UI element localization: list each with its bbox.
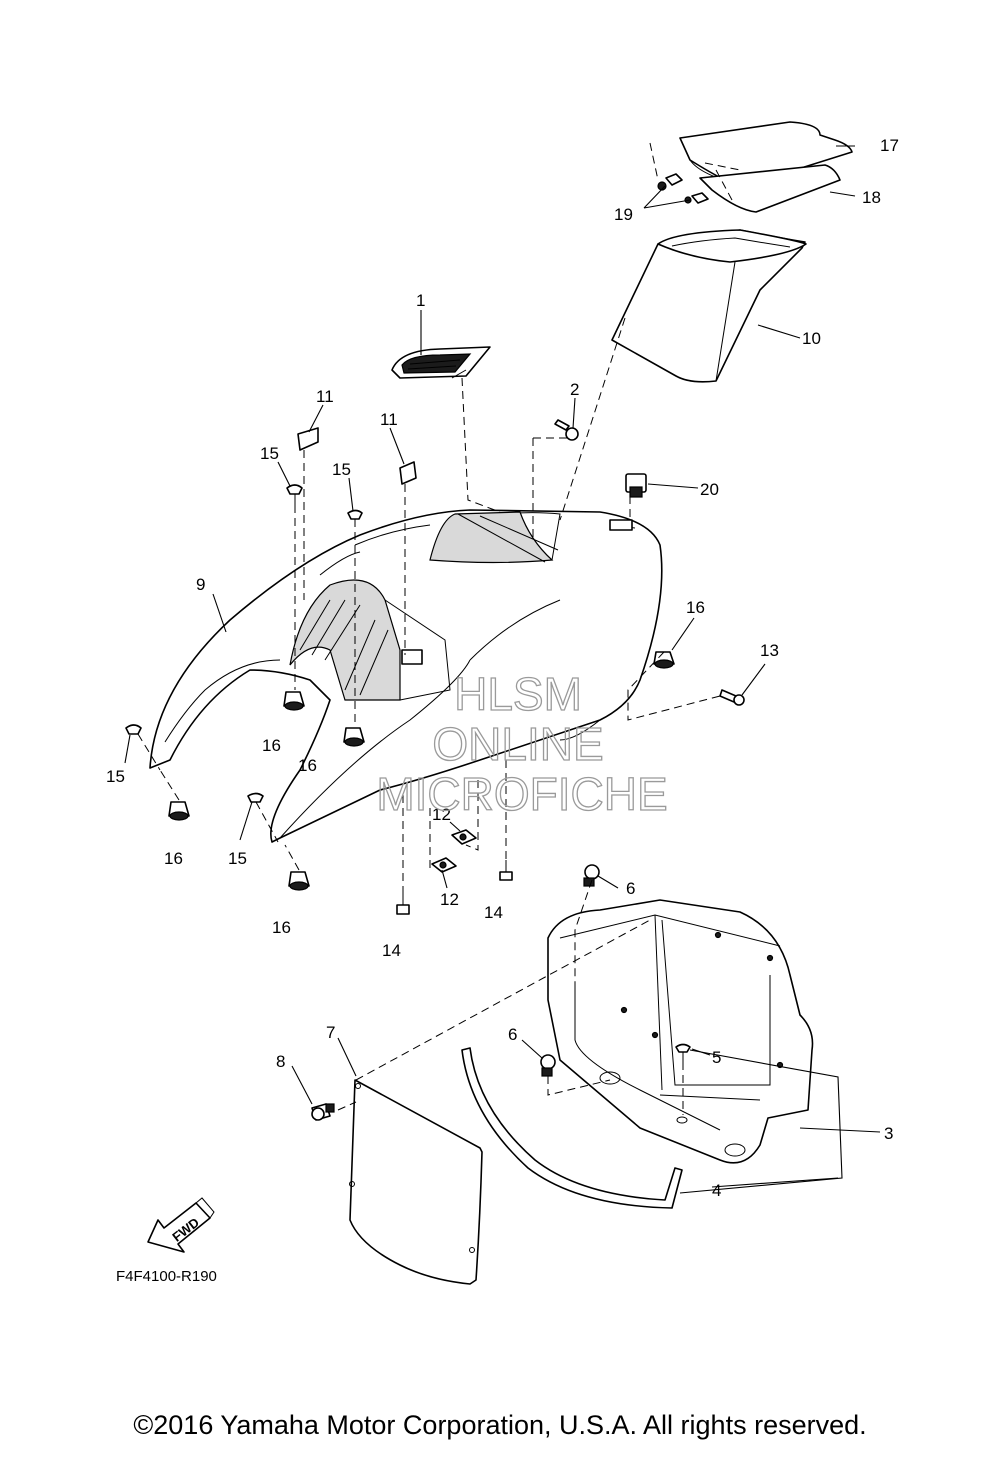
callout-9: 9 [196,575,205,594]
callout-16-a: 16 [262,736,281,755]
callout-19: 19 [614,205,633,224]
clip-20 [625,473,647,498]
grommet-16-b [343,727,365,747]
nut-12-b [431,857,457,873]
callout-6-a: 6 [626,879,635,898]
callout-13: 13 [760,641,779,660]
callout-2: 2 [570,380,579,399]
callout-11-right: 11 [380,410,398,429]
rear-fender-9 [149,509,663,843]
cover-plate-7 [349,1079,483,1285]
grommet-16-d [288,871,310,891]
grommet-16-e [653,651,675,669]
leader-lines [124,145,881,1194]
watermark-line-3: MICROFICHE [376,768,667,820]
callout-18: 18 [862,188,881,207]
callout-16-c: 16 [164,849,183,868]
grommet-16-a [283,691,305,711]
callout-16-d: 16 [272,918,291,937]
callout-numbers: 17 18 19 10 1 2 20 11 11 15 15 9 16 13 1… [106,136,899,1200]
callout-16-b: 16 [298,756,317,775]
callout-12-b: 12 [440,890,459,909]
callout-20: 20 [700,480,719,499]
callout-7: 7 [326,1023,335,1042]
callout-10: 10 [802,329,821,348]
screw-15-c [125,724,142,735]
fwd-arrow-icon: FWD [147,1197,215,1253]
callout-4: 4 [712,1181,721,1200]
watermark: HLSM ONLINE MICROFICHE [376,667,669,820]
grommet-16-c [168,801,190,821]
callout-5: 5 [712,1048,721,1067]
callout-12-a: 12 [432,805,451,824]
screw-15-d [247,792,264,803]
screw-15-a [286,484,303,505]
bolt-6-a [583,864,600,887]
seat-base-18 [699,164,841,213]
callout-8: 8 [276,1052,285,1071]
screw-15-b [347,509,363,520]
callout-15-c: 15 [106,767,125,786]
callout-16-e: 16 [686,598,705,617]
callout-6-b: 6 [508,1025,517,1044]
clip-11-right [399,461,417,485]
nut-12-a [451,829,477,845]
copyright-notice: ©2016 Yamaha Motor Corporation, U.S.A. A… [133,1410,867,1440]
tray-3 [547,899,814,1164]
callout-14-a: 14 [382,941,401,960]
callout-17: 17 [880,136,899,155]
rivet-5 [675,1043,691,1115]
callout-15-d: 15 [228,849,247,868]
bolt-2 [554,419,579,441]
bolt-14-b [499,860,513,881]
callout-11-left: 11 [316,387,334,406]
bolt-8 [311,1103,335,1121]
callout-14-b: 14 [484,903,503,922]
bolt-13 [719,689,745,706]
bolt-14-a [396,893,410,915]
clip-11-left [297,427,319,451]
storage-box-10 [611,229,807,383]
figure-code: F4F4100-R190 [116,1268,217,1285]
watermark-line-1: HLSM [454,668,582,720]
callout-3: 3 [884,1124,893,1143]
seal-strip-4 [461,1047,683,1209]
watermark-line-2: ONLINE [432,718,603,770]
callout-1: 1 [416,291,425,310]
vent-grille-1 [391,346,491,379]
bolt-6-b [540,1054,556,1077]
callout-15-b: 15 [332,460,351,479]
callout-15-a: 15 [260,444,279,463]
